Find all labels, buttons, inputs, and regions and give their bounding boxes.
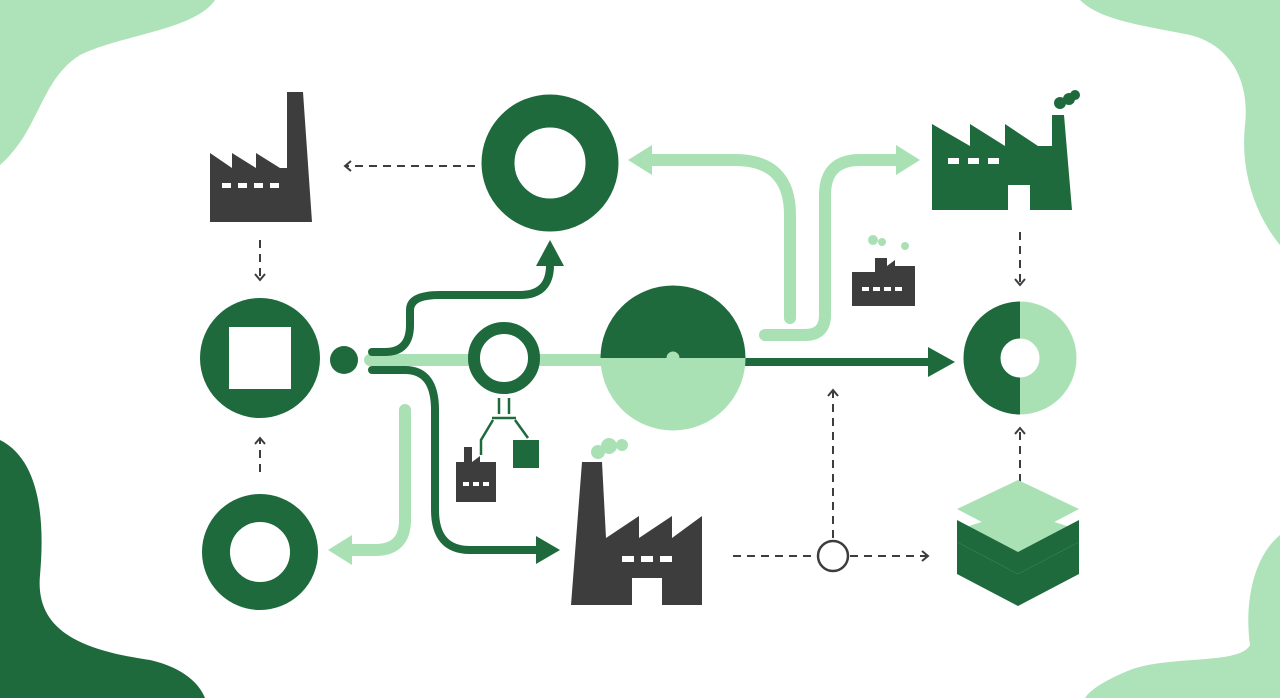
ring-bottom-left-icon: [202, 494, 318, 610]
flow-to-factory-top-right: [759, 154, 911, 341]
blob-top-right: [1080, 0, 1280, 245]
ring-top-center-icon: [481, 94, 619, 232]
flow-to-ring-top: [644, 154, 796, 324]
factory-top-left-icon: [210, 92, 312, 222]
dark-flow-lines: [368, 261, 939, 554]
layer-stack-icon: [957, 480, 1079, 606]
source-square-node: [200, 298, 358, 418]
arrowhead-up: [536, 240, 564, 266]
arrowhead-ring-top: [628, 145, 652, 175]
blob-bottom-right: [1085, 535, 1280, 698]
large-split-ring-icon: [600, 285, 746, 431]
robotic-arm-icon: [456, 398, 539, 502]
blob-bottom-left: [0, 440, 205, 698]
arrowhead-ring-bottom-left: [328, 535, 352, 565]
junction-node-icon: [816, 539, 850, 573]
flow-to-factory-bottom: [368, 366, 544, 554]
arrowhead-factory-bottom: [536, 536, 560, 564]
flow-to-ring-top-dark: [368, 261, 554, 356]
factory-top-right-icon: [932, 90, 1080, 210]
light-arrowheads: [328, 145, 920, 565]
blob-top-left: [0, 0, 215, 165]
arrowhead-factory-top-right: [896, 145, 920, 175]
small-factory-icon: [852, 235, 915, 306]
source-dot-icon: [330, 346, 358, 374]
dashed-connectors: [254, 160, 1026, 562]
dark-arrowheads: [536, 240, 955, 564]
small-ring-center-icon: [468, 322, 540, 394]
factory-bottom-center-icon: [571, 438, 702, 605]
flow-to-ring-bottom-left: [339, 404, 411, 556]
split-ring-right-icon: [963, 301, 1077, 415]
arrowhead-split-ring: [928, 347, 955, 377]
